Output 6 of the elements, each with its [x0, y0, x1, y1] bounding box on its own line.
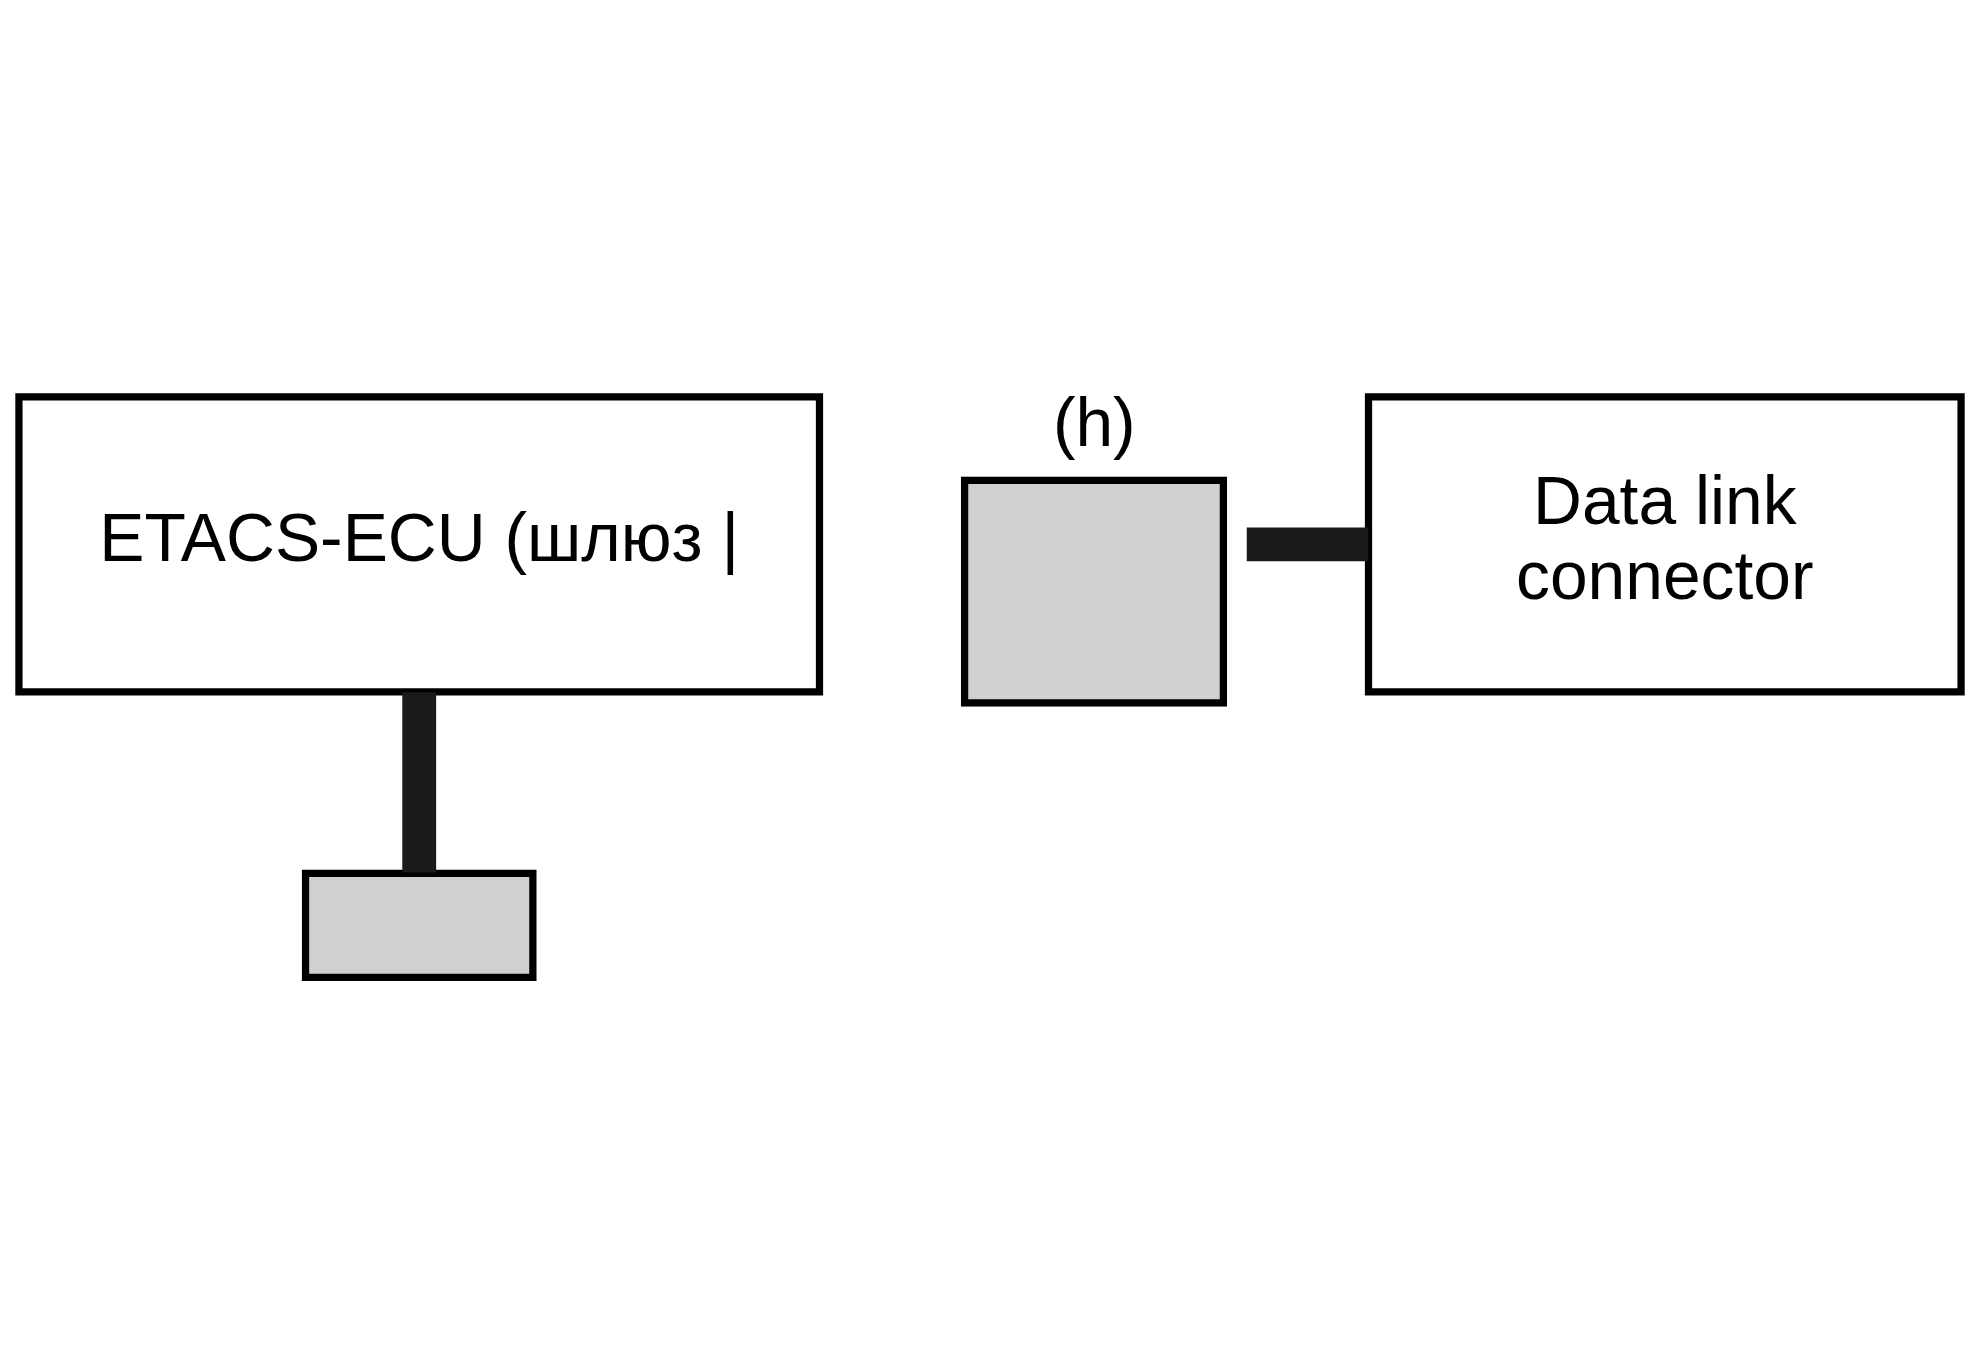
connector [1246, 527, 1369, 562]
node-box: ETACS-ECU (шлюз | [15, 393, 824, 696]
connector [402, 692, 437, 873]
node-box [301, 869, 537, 981]
node-label: (h) [1052, 385, 1136, 461]
node-box: Data link connector [1364, 393, 1965, 696]
